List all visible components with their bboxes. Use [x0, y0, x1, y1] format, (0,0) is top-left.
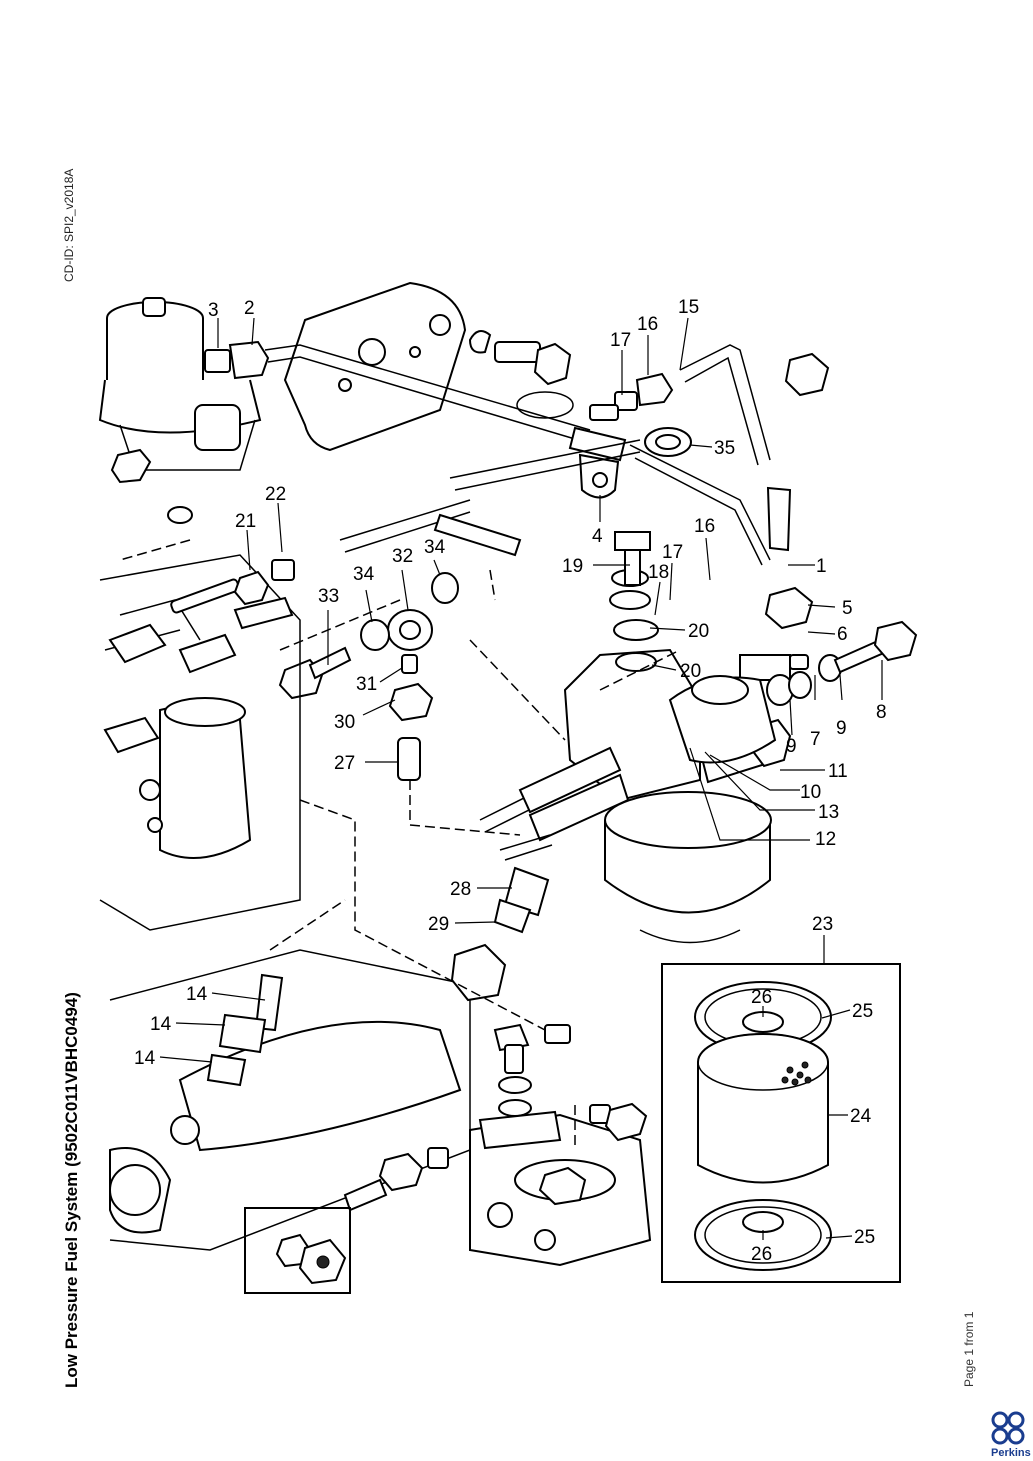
callout-18: 18 [648, 562, 669, 583]
callout-23: 23 [812, 914, 833, 935]
primer-pump-illustration [98, 297, 262, 471]
brand-name: Perkins [991, 1447, 1031, 1459]
banjo-connector-illustration [278, 572, 459, 781]
callout-9b: 9 [836, 718, 847, 739]
callout-34b: 34 [424, 537, 446, 558]
callout-9a: 9 [786, 736, 797, 757]
callout-26a: 26 [751, 987, 772, 1008]
callout-21: 21 [235, 511, 256, 532]
callout-2: 2 [244, 298, 255, 319]
nut-inset-box [244, 1207, 351, 1294]
callout-22: 22 [265, 484, 286, 505]
callout-3: 3 [208, 300, 219, 321]
callout-12: 12 [815, 829, 836, 850]
callout-31: 31 [356, 674, 377, 695]
callout-11: 11 [828, 761, 848, 782]
injection-pump-illustration [99, 448, 301, 931]
callout-10: 10 [800, 782, 821, 803]
callout-33: 33 [318, 586, 339, 607]
dashed-alignment-lines [119, 539, 681, 1145]
callout-8: 8 [876, 702, 887, 723]
callout-16b: 16 [694, 516, 715, 537]
callout-28: 28 [450, 879, 471, 900]
callout-27: 27 [334, 753, 355, 774]
callout-7: 7 [810, 729, 821, 750]
callout-13: 13 [818, 802, 839, 823]
callout-leader-lines [159, 317, 883, 1240]
callout-17b: 17 [662, 542, 683, 563]
callout-14b: 14 [150, 1014, 172, 1035]
pump-body-lower-illustration [109, 943, 507, 1251]
callout-labels: 1 2 3 4 5 6 7 8 9 9 10 11 12 13 14 14 14… [134, 297, 887, 1265]
callout-30: 30 [334, 712, 355, 733]
callout-19: 19 [562, 556, 583, 577]
lower-filter-head-illustration [343, 1023, 652, 1267]
callout-25a: 25 [852, 1001, 873, 1022]
callout-25b: 25 [854, 1227, 875, 1248]
callout-1: 1 [816, 556, 827, 577]
callout-29: 29 [428, 914, 449, 935]
callout-32: 32 [392, 546, 413, 567]
callout-35: 35 [714, 438, 735, 459]
callout-14c: 14 [134, 1048, 156, 1069]
callout-26b: 26 [751, 1244, 772, 1265]
callout-16a: 16 [637, 314, 658, 335]
callout-5: 5 [842, 598, 853, 619]
callout-6: 6 [837, 624, 848, 645]
callout-24: 24 [850, 1106, 872, 1127]
callout-20a: 20 [688, 621, 709, 642]
callout-15: 15 [678, 297, 699, 318]
fuel-pipes-illustration [264, 344, 792, 566]
callout-14a: 14 [186, 984, 208, 1005]
lower-fuel-pipes-illustration [479, 746, 630, 934]
callout-4: 4 [592, 526, 603, 547]
callout-17a: 17 [610, 330, 631, 351]
perkins-logo-icon [991, 1411, 1025, 1445]
pipe-unions-illustration [204, 340, 830, 457]
callout-20b: 20 [680, 661, 701, 682]
callout-34a: 34 [353, 564, 375, 585]
